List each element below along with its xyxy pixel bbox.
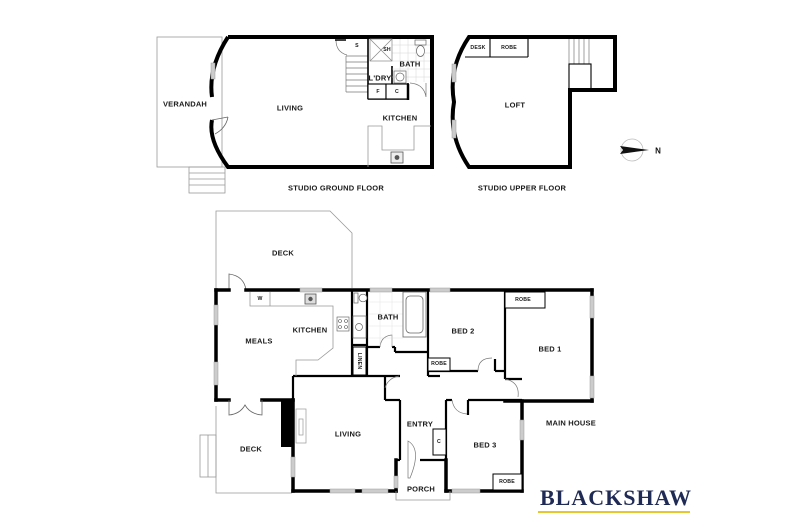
plan-title-studio-ground: STUDIO GROUND FLOOR [288,183,384,193]
door-swings [379,334,519,479]
laundry-tub-icon [393,70,407,84]
toilet-icon [353,292,368,304]
room-label-kitchen: KITCHEN [292,325,328,335]
room-label-bed1: BED 1 [538,344,562,354]
north-label: N [655,146,661,156]
window [210,62,216,80]
room-label-loft: LOFT [504,100,526,110]
studio-ground-walls [209,35,434,169]
door-swing-icon [228,400,263,416]
room-label-deck-top: DECK [271,248,295,258]
vanity-basin-icon [352,315,367,339]
room-label-bath: BATH [377,312,399,322]
kitchen-joinery [367,83,409,100]
room-label-entry: ENTRY [406,419,434,429]
room-label-porch: PORCH [406,484,436,494]
shower-label: SH [383,47,391,53]
kitchen-bench [367,125,431,167]
shower-icon [369,38,393,62]
washer-label: W [257,296,263,302]
fridge-label: F [376,89,380,95]
stairs-icon [335,39,368,93]
linen-cupboard [352,346,367,376]
studio-upper-floor [450,35,649,169]
stair-start-label: S [355,43,359,49]
brand-logo: BLACKSHAW [539,485,693,510]
kitchen-bench [249,292,334,376]
studio-cupboard-label: C [395,89,399,95]
studio-upper-walls [450,35,617,169]
main-house [199,210,595,501]
toilet-icon [414,39,427,57]
room-label-deck-side: DECK [239,444,263,454]
porch-outline [395,491,451,501]
bathtub-icon [402,291,427,338]
hearth [295,408,307,444]
linen-label: LINEN [356,352,362,370]
upper-joinery [465,37,529,58]
robes [427,291,546,491]
studio-ground-floor [156,35,434,194]
plan-title-studio-upper: STUDIO UPPER FLOOR [477,183,567,193]
door-swing-icon [409,82,427,98]
window [451,63,457,83]
plan-title-main-house: MAIN HOUSE [546,418,596,428]
fireplace-icon [281,400,293,447]
window [451,119,457,139]
door-swing-icon [228,273,247,291]
upper-robe-label: ROBE [501,45,517,51]
room-label-laundry: L'DRY [368,73,392,83]
robe-label-bed3: ROBE [499,479,515,485]
verandah-steps-icon [188,166,226,194]
door-swing-icon [211,116,229,135]
deck-steps-icon [199,434,217,478]
bath-tile-grid [368,292,403,346]
north-arrow-icon [620,138,649,162]
room-label-studio-bath: BATH [399,59,421,69]
cooktop-icon [336,316,350,332]
room-label-bed3: BED 3 [473,440,497,450]
room-label-bed2: BED 2 [451,326,475,336]
room-label-meals: MEALS [245,336,273,346]
room-label-living: LIVING [334,429,362,439]
desk-label: DESK [470,45,486,51]
robe-label-bed2: ROBE [431,361,447,367]
robe-label-bed1: ROBE [515,297,531,303]
entry-cupboard [432,428,447,456]
room-label-verandah: VERANDAH [162,99,208,109]
brand-underline [538,511,690,513]
windows [213,287,595,494]
stairs-icon [568,39,592,91]
room-label-studio-living: LIVING [276,103,304,113]
entry-cupboard-label: C [437,439,441,445]
sink-icon [390,151,404,164]
sink-icon [304,293,317,305]
deck-outline [215,210,353,288]
room-label-studio-kitchen: KITCHEN [382,113,418,123]
